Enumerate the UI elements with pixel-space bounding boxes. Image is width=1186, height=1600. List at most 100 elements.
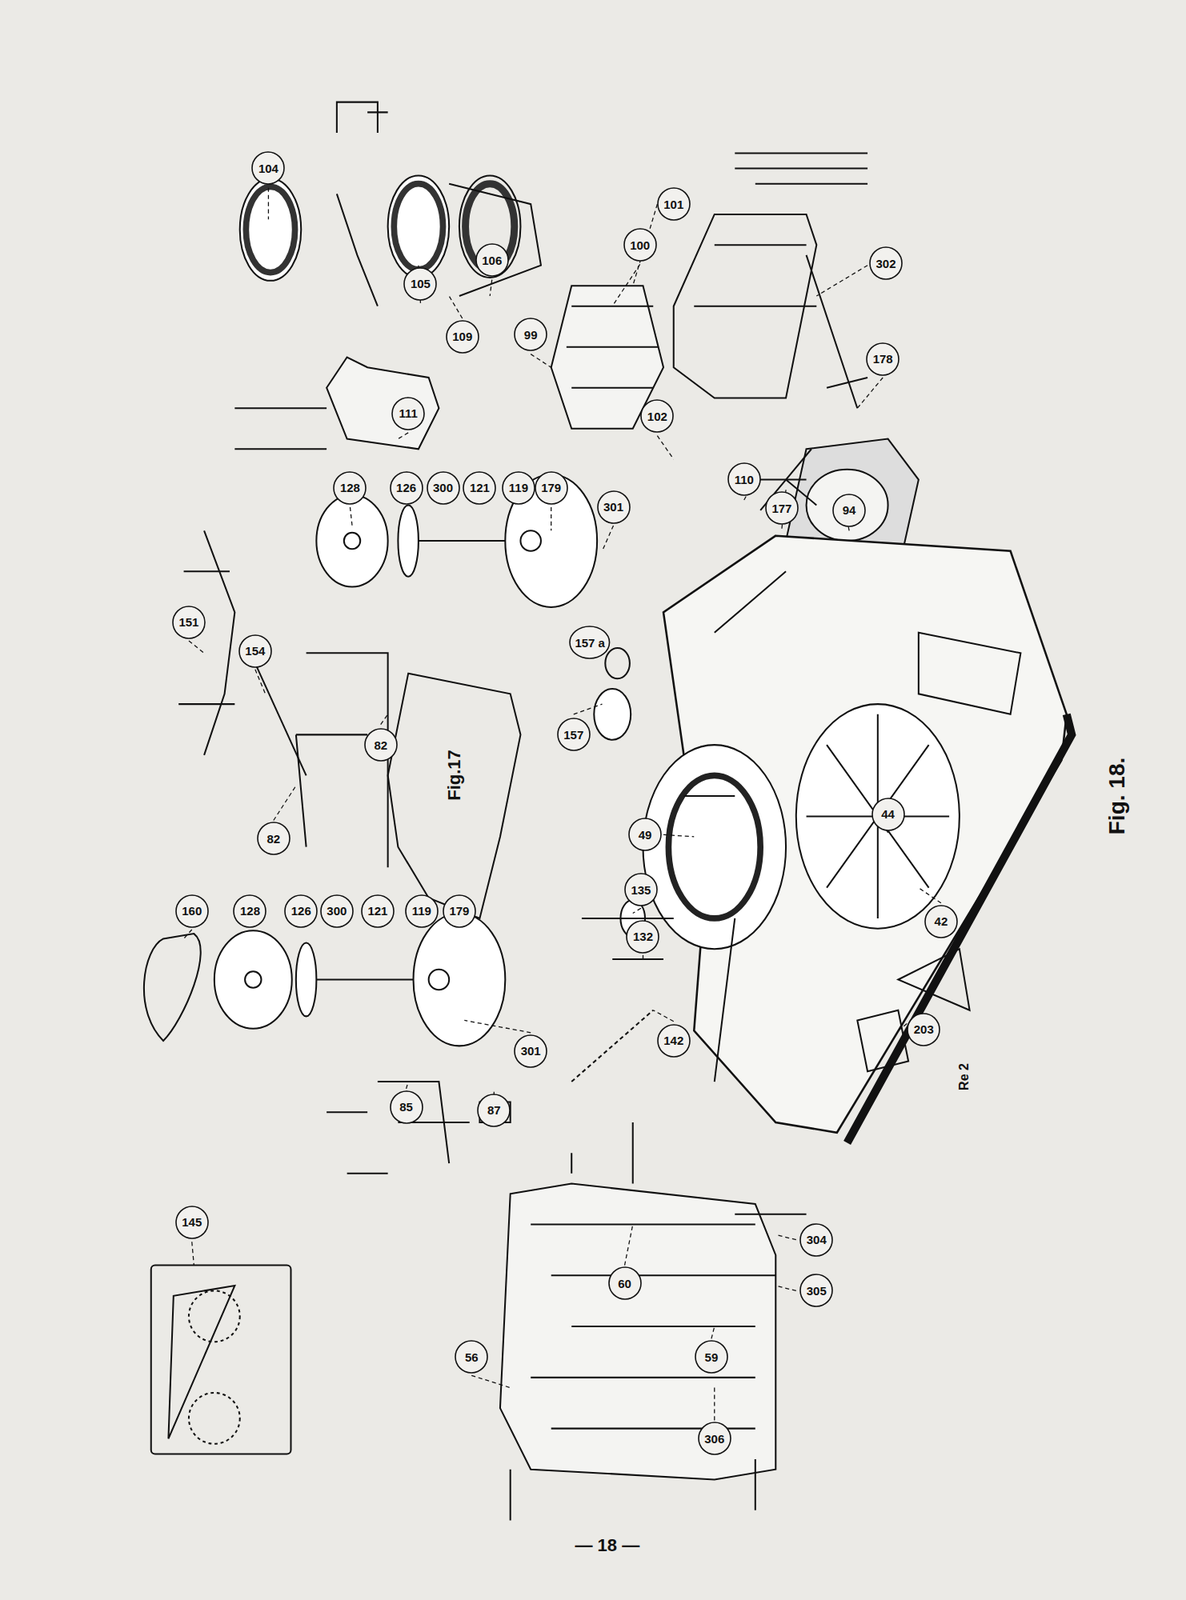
callout-number: 104 bbox=[251, 162, 285, 175]
callout-number: 151 bbox=[172, 616, 206, 629]
callout-number: 302 bbox=[869, 257, 903, 270]
callout-circle: 104 bbox=[251, 151, 285, 185]
callout-number: 42 bbox=[924, 915, 958, 928]
callout-circle: 177 bbox=[765, 491, 799, 525]
callout-number: 111 bbox=[391, 407, 425, 420]
callout-circle: 111 bbox=[391, 396, 425, 431]
callout-number: 85 bbox=[389, 1101, 424, 1114]
callout-number: 145 bbox=[175, 1216, 209, 1229]
callout-circle: 94 bbox=[832, 493, 866, 528]
callout-number: 135 bbox=[624, 884, 658, 897]
callout-number: 203 bbox=[906, 1023, 941, 1036]
callout-number: 300 bbox=[426, 481, 461, 494]
callout-circle: 126 bbox=[389, 471, 424, 505]
callout-number: 142 bbox=[657, 1034, 691, 1047]
callout-circle: 179 bbox=[442, 894, 477, 929]
callout-circle: 126 bbox=[284, 894, 318, 929]
callout-circle: 121 bbox=[360, 894, 395, 929]
callout-circle: 302 bbox=[869, 246, 903, 281]
callout-circle: 142 bbox=[657, 1024, 691, 1058]
callout-number: 154 bbox=[238, 645, 273, 658]
callout-circle: 128 bbox=[232, 894, 267, 929]
callout-circle: 100 bbox=[623, 228, 658, 262]
callout-number: 110 bbox=[727, 473, 762, 486]
callout-circle: 44 bbox=[871, 797, 906, 832]
callout-number: 119 bbox=[501, 481, 536, 494]
callout-number: 105 bbox=[403, 277, 437, 290]
callout-circle: 160 bbox=[175, 894, 209, 929]
callout-circle: 121 bbox=[462, 471, 497, 505]
callout-number: 82 bbox=[256, 833, 291, 846]
callout-circle: 203 bbox=[906, 1013, 941, 1047]
callout-number: 132 bbox=[625, 930, 660, 943]
callout-number: 178 bbox=[865, 352, 900, 365]
callout-number: 179 bbox=[534, 481, 569, 494]
callout-number: 121 bbox=[462, 481, 497, 494]
callout-number: 56 bbox=[454, 1351, 489, 1364]
callout-circle: 49 bbox=[628, 817, 662, 852]
callout-circle: 306 bbox=[697, 1422, 732, 1456]
callout-circle: 157 bbox=[556, 717, 591, 752]
callout-number: 157 a bbox=[568, 637, 611, 650]
callout-number: 101 bbox=[657, 198, 691, 211]
callout-number: 126 bbox=[389, 481, 424, 494]
callout-number: 301 bbox=[597, 500, 631, 513]
callout-circle: 56 bbox=[454, 1340, 489, 1375]
callout-number: 100 bbox=[623, 239, 658, 252]
callout-circle: 102 bbox=[640, 399, 674, 433]
figure-label: — 18 — bbox=[575, 1535, 641, 1557]
callout-number: 179 bbox=[442, 905, 477, 918]
callout-circle: 119 bbox=[404, 894, 439, 929]
callout-number: 121 bbox=[360, 905, 395, 918]
callout-circle: 151 bbox=[172, 605, 206, 640]
callout-number: 160 bbox=[175, 905, 209, 918]
callout-circle: 178 bbox=[865, 342, 900, 377]
callout-circle: 82 bbox=[256, 821, 291, 856]
callout-circle: 135 bbox=[624, 873, 658, 907]
callout-number: 60 bbox=[608, 1278, 642, 1291]
callout-number: 177 bbox=[765, 502, 799, 515]
callout-number: 126 bbox=[284, 905, 318, 918]
callout-circle: 128 bbox=[332, 471, 367, 505]
callout-circle: 60 bbox=[608, 1266, 642, 1301]
callout-circle: 154 bbox=[238, 634, 273, 669]
callout-number: 49 bbox=[628, 829, 662, 842]
callout-number: 87 bbox=[476, 1104, 511, 1117]
callout-number: 94 bbox=[832, 504, 866, 517]
callout-number: 99 bbox=[513, 328, 548, 341]
callout-number: 157 bbox=[556, 729, 591, 742]
callout-circle: 301 bbox=[513, 1034, 548, 1069]
callout-circle: 119 bbox=[501, 471, 536, 505]
callout-number: 106 bbox=[475, 254, 509, 267]
callout-number: 300 bbox=[320, 905, 354, 918]
callout-number: 306 bbox=[697, 1433, 732, 1446]
callout-number: 128 bbox=[232, 905, 267, 918]
callout-circle: 300 bbox=[426, 471, 461, 505]
callout-circle: 132 bbox=[625, 920, 660, 954]
callout-circle: 301 bbox=[597, 490, 631, 525]
callout-number: 304 bbox=[799, 1234, 834, 1247]
callout-circle: 109 bbox=[445, 320, 480, 354]
callout-circle: 82 bbox=[364, 728, 398, 762]
figure-label: Fig.17 bbox=[444, 749, 465, 802]
callout-circle: 106 bbox=[475, 243, 509, 277]
figure-label: Re 2 bbox=[957, 1063, 972, 1091]
callout-circle: 42 bbox=[924, 905, 958, 939]
callout-number: 128 bbox=[332, 481, 367, 494]
callout-circle: 305 bbox=[799, 1274, 834, 1308]
callout-number: 301 bbox=[513, 1045, 548, 1058]
callout-circle: 300 bbox=[320, 894, 354, 929]
callout-circle: 59 bbox=[694, 1340, 729, 1375]
callout-number: 109 bbox=[445, 330, 480, 343]
callout-circle: 179 bbox=[534, 471, 569, 505]
callout-number: 59 bbox=[694, 1351, 729, 1364]
callout-circle: 157 a bbox=[568, 625, 611, 660]
callout-circle: 105 bbox=[403, 267, 437, 301]
callout-circle: 110 bbox=[727, 462, 762, 497]
callout-circle: 145 bbox=[175, 1206, 209, 1240]
callout-circle: 99 bbox=[513, 317, 548, 352]
callout-number: 305 bbox=[799, 1285, 834, 1298]
figure-caption: Fig. 18. bbox=[1105, 757, 1131, 835]
